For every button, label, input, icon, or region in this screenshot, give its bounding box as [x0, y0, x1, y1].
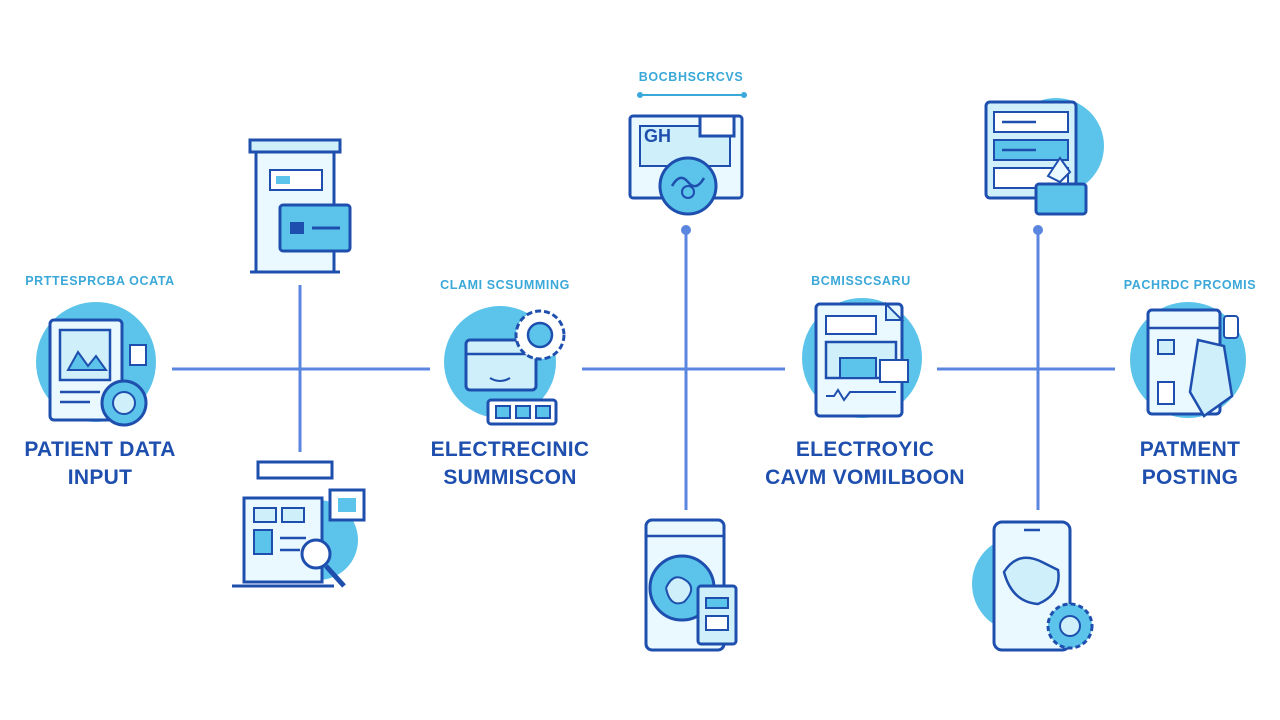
stage-3-label: ELECTROYIC CAVM VOMILBOON — [765, 438, 965, 489]
kiosk-form-icon — [248, 138, 352, 274]
stage-1-caption: PRTTESPRCBA OCATA — [25, 274, 175, 288]
tablet-device-icon — [644, 518, 738, 652]
stage-2-caption: CLAMI SCSUMMING — [440, 278, 570, 292]
payment-doc-icon — [1130, 302, 1246, 418]
stage-1-label: PATIENT DATA INPUT — [24, 438, 176, 489]
document-form-icon — [802, 298, 922, 418]
flow-lines — [172, 230, 1115, 510]
top-caption-rule — [637, 92, 747, 98]
patient-record-icon — [36, 302, 156, 427]
form-gear-icon — [444, 306, 566, 426]
mobile-payment-icon — [972, 520, 1094, 652]
branch-dot-right — [1033, 225, 1043, 235]
insurance-card-icon: GH — [628, 114, 744, 216]
server-database-icon — [984, 98, 1104, 216]
top-caption: BOCBHSCRCVS — [638, 70, 744, 84]
document-search-icon — [232, 460, 366, 588]
stage-2-label: ELECTRECINIC SUMMISCON — [430, 438, 590, 489]
stage-3-caption: BCMISSCSARU — [811, 274, 911, 288]
branch-dot-middle — [681, 225, 691, 235]
stage-4-caption: PACHRDC PRCOMIS — [1123, 278, 1257, 292]
svg-text:GH: GH — [644, 126, 671, 146]
stage-4-label: PATMENT POSTING — [1139, 438, 1241, 489]
